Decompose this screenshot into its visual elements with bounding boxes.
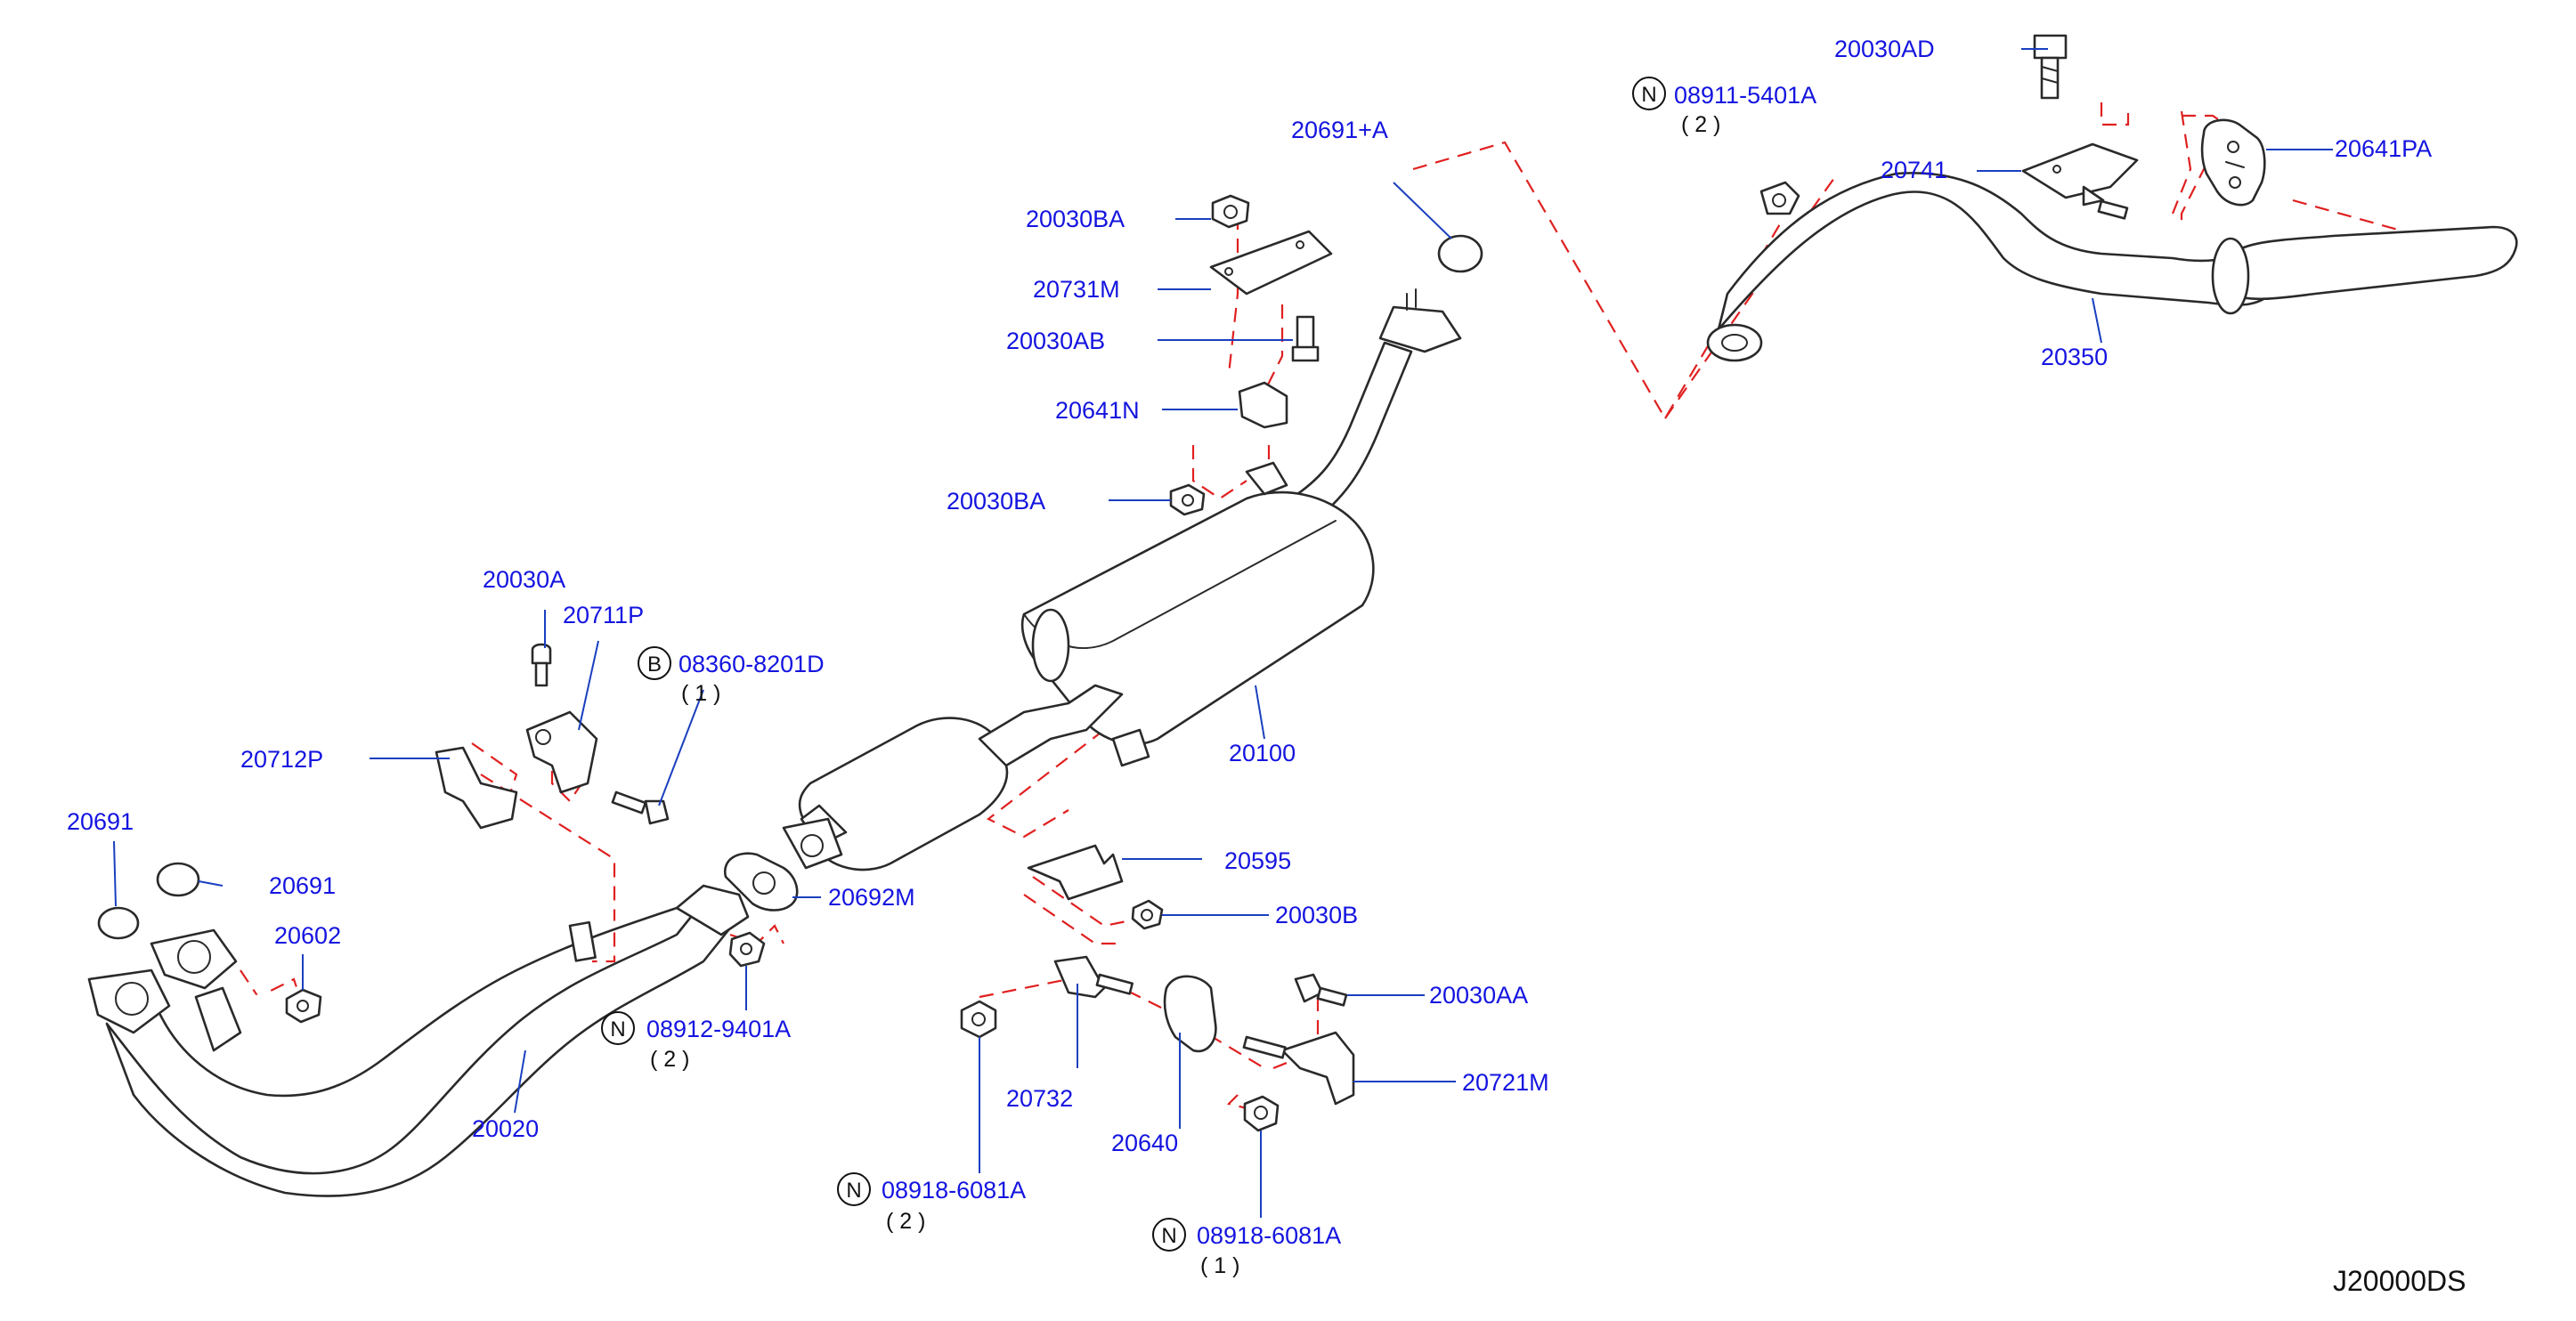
qty-08911-5401A: ( 2 ) — [1681, 112, 1720, 137]
diagram-code: J20000DS — [2333, 1265, 2466, 1297]
callouts: 20030AD 08911-5401A ( 2 ) 20691+A 20741 … — [67, 36, 2432, 1278]
label-20691-a[interactable]: 20691 — [67, 808, 134, 835]
label-20731M[interactable]: 20731M — [1033, 276, 1120, 303]
gasket-20691-b — [156, 862, 200, 897]
label-20020[interactable]: 20020 — [472, 1115, 539, 1142]
label-20030AB[interactable]: 20030AB — [1006, 328, 1105, 354]
bolt-08360-8201D — [611, 790, 670, 825]
bracket-20731M — [1209, 230, 1333, 296]
bolt-20030A — [531, 643, 552, 687]
svg-text:N: N — [1641, 83, 1656, 107]
rubber-mount-20641N — [1238, 381, 1288, 429]
qty-08360-8201D: ( 1 ) — [681, 681, 720, 706]
n-mark-08918-b: N — [1152, 1218, 1186, 1252]
nut-20030BA-low — [1169, 483, 1206, 516]
svg-text:N: N — [846, 1179, 861, 1203]
label-08912-9401A[interactable]: 08912-9401A — [646, 1016, 791, 1042]
label-20692M[interactable]: 20692M — [828, 884, 915, 911]
label-20030BA-low[interactable]: 20030BA — [947, 488, 1045, 515]
label-20741[interactable]: 20741 — [1881, 157, 1947, 183]
bracket-20711P — [525, 710, 598, 794]
svg-text:B: B — [647, 652, 662, 677]
gasket-20691A — [1437, 234, 1483, 273]
main-muffler-20100 — [1020, 490, 1375, 767]
qty-08912-9401A: ( 2 ) — [650, 1047, 689, 1072]
bolt-20030AA — [1294, 973, 1348, 1007]
label-20595[interactable]: 20595 — [1224, 847, 1291, 874]
nut-20030BA-top — [1211, 194, 1250, 229]
nut-08918-b — [1243, 1095, 1280, 1132]
tail-pipe-20350 — [1706, 172, 2518, 362]
bolt-20030AB — [1291, 315, 1320, 362]
nut-08912-9401A — [728, 931, 766, 968]
n-mark-08911: N — [1632, 77, 1666, 110]
label-20691A[interactable]: 20691+A — [1291, 117, 1388, 143]
gasket-20691-a — [97, 906, 140, 940]
label-20691-b[interactable]: 20691 — [269, 872, 336, 899]
nut-20602 — [285, 988, 322, 1024]
label-20641PA[interactable]: 20641PA — [2335, 135, 2432, 162]
label-20100[interactable]: 20100 — [1229, 740, 1296, 766]
flange — [782, 817, 843, 870]
bracket-20721M — [1242, 1031, 1355, 1106]
gasket-20692M — [723, 852, 799, 912]
label-20640[interactable]: 20640 — [1111, 1130, 1178, 1156]
label-20641N[interactable]: 20641N — [1055, 397, 1140, 424]
bracket-20712P — [435, 746, 518, 830]
label-20030AD[interactable]: 20030AD — [1834, 36, 1935, 62]
label-08360-8201D[interactable]: 08360-8201D — [679, 651, 825, 677]
n-mark-08912: N — [601, 1011, 635, 1045]
label-20030A[interactable]: 20030A — [483, 566, 565, 593]
nut-08918-a — [960, 1000, 997, 1039]
qty-08918-6081A-b: ( 1 ) — [1200, 1253, 1239, 1278]
leader-lines — [113, 48, 2333, 1218]
center-pipe — [1289, 288, 1462, 527]
label-20721M[interactable]: 20721M — [1462, 1069, 1549, 1096]
n-mark-08918-a: N — [837, 1172, 871, 1206]
label-08911-5401A[interactable]: 08911-5401A — [1674, 82, 1816, 109]
label-20030BA-top[interactable]: 20030BA — [1026, 206, 1125, 232]
rubber-mount-20640 — [1163, 975, 1217, 1053]
label-08918-6081A-a[interactable]: 08918-6081A — [882, 1177, 1026, 1203]
mounting-rubber-20641PA — [2200, 118, 2266, 207]
bolt-20030AD — [2033, 34, 2068, 100]
pre-muffler — [798, 684, 1124, 871]
hanger-on-muffler — [1245, 461, 1288, 496]
label-08918-6081A-b[interactable]: 08918-6081A — [1197, 1222, 1341, 1249]
svg-text:N: N — [1161, 1224, 1176, 1248]
svg-text:N: N — [610, 1017, 625, 1041]
label-20732[interactable]: 20732 — [1006, 1085, 1073, 1112]
label-20030AA[interactable]: 20030AA — [1429, 982, 1528, 1009]
b-mark-08360: B — [638, 646, 671, 680]
nut-08911-5401A — [1759, 181, 1800, 215]
qty-08918-6081A-a: ( 2 ) — [886, 1209, 925, 1234]
hanger-bracket-20741 — [2021, 142, 2139, 220]
front-pipe-20020 — [87, 884, 750, 1197]
label-20350[interactable]: 20350 — [2041, 344, 2108, 370]
bracket-20732 — [1053, 955, 1134, 999]
label-20712P[interactable]: 20712P — [240, 746, 323, 773]
label-20711P[interactable]: 20711P — [563, 602, 644, 628]
label-20030B[interactable]: 20030B — [1275, 902, 1358, 928]
label-20602[interactable]: 20602 — [274, 922, 341, 949]
bracket-20595 — [1027, 844, 1124, 901]
nut-20030B — [1131, 899, 1164, 930]
